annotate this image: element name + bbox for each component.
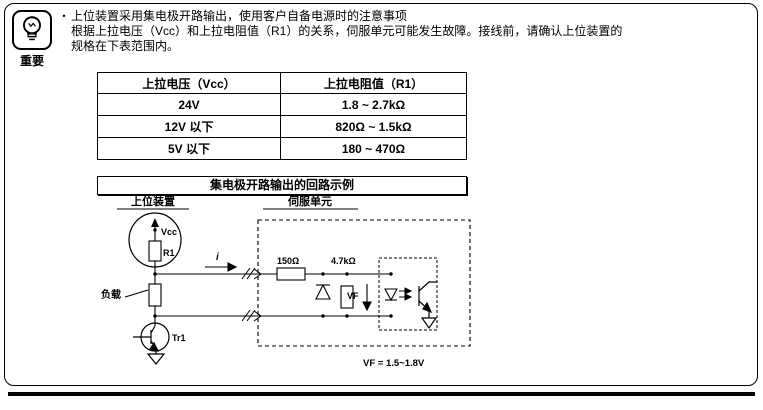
- important-label: 重要: [19, 54, 44, 68]
- junction-dots: [153, 272, 393, 318]
- vf-arrow: [362, 284, 372, 312]
- emitter-arrow: [422, 301, 433, 314]
- host-supply-circle: [128, 212, 182, 268]
- tr1-label: Tr1: [172, 333, 186, 343]
- r1-label: R1: [163, 248, 175, 258]
- cell-voltage: 24V: [97, 93, 281, 116]
- vcc-arrow: [151, 218, 159, 227]
- host-device-label: 上位装置: [131, 194, 175, 208]
- note-line-3: 规格在下表范围内。: [71, 39, 180, 53]
- cell-resistance: 1.8 ~ 2.7kΩ: [280, 93, 467, 116]
- r150-label: 150Ω: [277, 256, 299, 266]
- col-header-resistance: 上拉电阻值（R1）: [280, 72, 467, 94]
- circuit-example-title: 集电极开路输出的回路示例: [97, 176, 467, 195]
- servo-unit-box: [257, 219, 471, 347]
- current-arrow: [205, 262, 238, 272]
- r150-resistor: [276, 267, 306, 281]
- tr1-transistor: [133, 322, 170, 365]
- bottom-rule: [8, 392, 755, 396]
- table-row: 24V 1.8 ~ 2.7kΩ: [97, 93, 467, 116]
- twisted-pair-marks: [241, 267, 262, 322]
- r1-resistor: [148, 240, 162, 262]
- pullup-spec-table: 上拉电压（Vcc） 上拉电阻值（R1） 24V 1.8 ~ 2.7kΩ 12V …: [97, 72, 467, 160]
- diode-symbol: [315, 283, 331, 300]
- table-row: 5V 以下 180 ~ 470Ω: [97, 137, 467, 160]
- circuit-diagram: 上位装置 伺服单元 Vcc R1 负载 Tr1 i 150Ω 4.7kΩ VF …: [101, 194, 471, 369]
- bullet: ・: [58, 9, 71, 23]
- load-resistor: [148, 283, 162, 307]
- cell-voltage: 5V 以下: [97, 137, 281, 160]
- connector-chevron: [253, 310, 262, 322]
- light-arrows: [399, 287, 413, 301]
- servo-ground-symbol: [420, 317, 438, 330]
- tr1-emitter-arrow: [149, 341, 160, 352]
- table-row: 12V 以下 820Ω ~ 1.5kΩ: [97, 115, 467, 138]
- vf-label: VF: [347, 291, 359, 301]
- components: [148, 240, 398, 309]
- important-badge: [12, 10, 52, 50]
- vf-value-label: VF = 1.5~1.8V: [363, 358, 425, 369]
- lightbulb-icon: [23, 16, 41, 41]
- note-text: ・ 上位装置采用集电极开路输出，使用客户自备电源时的注意事项 根据上拉电压（Vc…: [58, 9, 753, 54]
- note-line-2: 根据上拉电压（Vcc）和上拉电阻值（R1）的关系，伺服单元可能发生故障。接线前，…: [71, 24, 623, 38]
- load-pointer-line: [124, 289, 149, 298]
- vcc-label: Vcc: [161, 227, 177, 237]
- led-symbol: [384, 288, 398, 302]
- current-label: i: [216, 252, 219, 263]
- junction-dot: [153, 228, 157, 232]
- photo-transistor: [418, 281, 438, 330]
- load-label: 负载: [101, 288, 121, 301]
- cell-resistance: 180 ~ 470Ω: [280, 137, 467, 160]
- host-ground-symbol: [146, 353, 166, 365]
- r47k-label: 4.7kΩ: [331, 256, 356, 266]
- col-header-voltage: 上拉电压（Vcc）: [97, 72, 281, 94]
- table-header-row: 上拉电压（Vcc） 上拉电阻值（R1）: [97, 72, 467, 94]
- cell-voltage: 12V 以下: [97, 115, 281, 138]
- cell-resistance: 820Ω ~ 1.5kΩ: [280, 115, 467, 138]
- note-line-1: 上位装置采用集电极开路输出，使用客户自备电源时的注意事项: [71, 9, 408, 23]
- connector-chevron: [253, 268, 262, 280]
- r47k-resistor: [340, 285, 354, 309]
- servo-unit-label: 伺服单元: [287, 194, 332, 208]
